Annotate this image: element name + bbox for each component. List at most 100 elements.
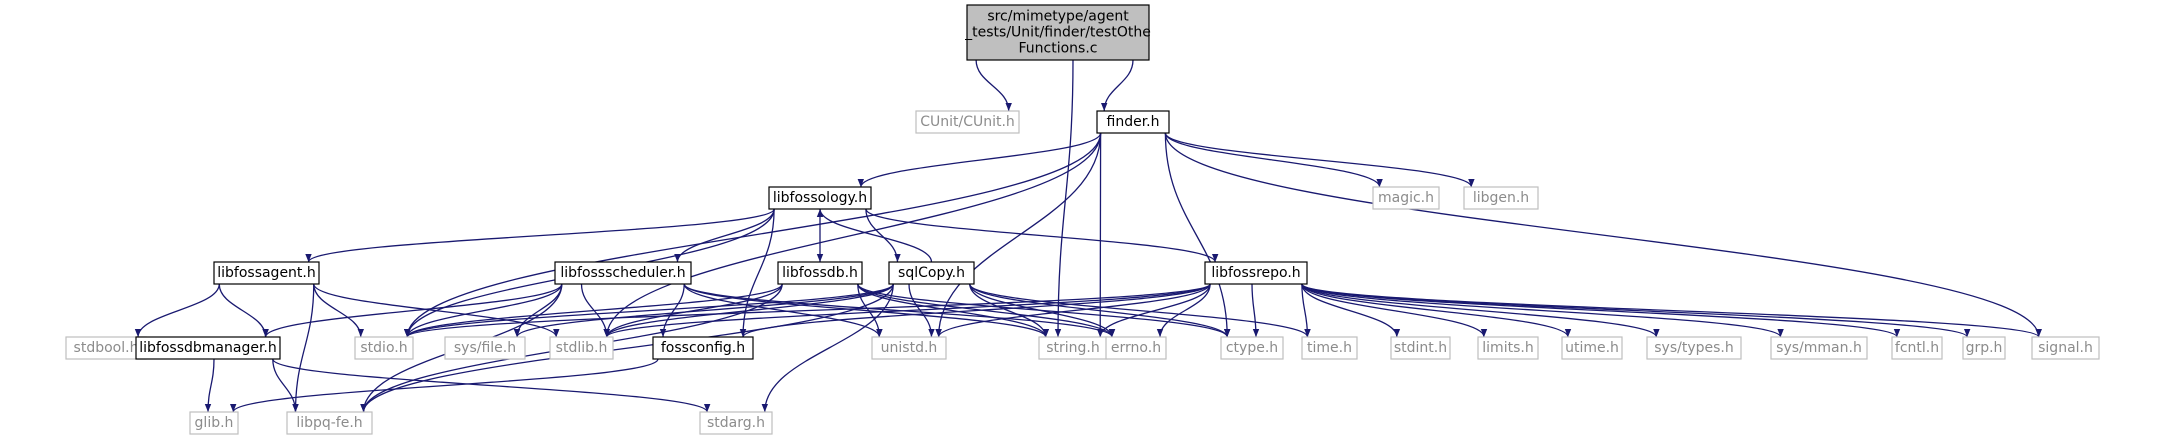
node-ctype: ctype.h (1220, 336, 1284, 360)
node-box-stdlib (549, 336, 614, 360)
node-libfossology[interactable]: libfossology.h (768, 186, 872, 210)
include-edge-libfossology-to-libfossrepo (865, 208, 1219, 263)
node-label-finder: finder.h (1107, 114, 1160, 130)
include-edge-libfossrepo-to-string (1097, 283, 1211, 338)
node-label-time: time.h (1307, 340, 1352, 356)
include-edge-libfossrepo-to-unistd (935, 283, 1211, 338)
include-edge-libfossrepo-to-stdint (1301, 283, 1401, 338)
node-cunit: CUnit/CUnit.h (915, 110, 1020, 134)
node-box-glib (189, 411, 239, 435)
include-edge-libfossagent-to-stdio (313, 283, 364, 338)
include-edge-libfossdb-to-stdlib (603, 283, 783, 338)
node-label-errno: errno.h (1111, 340, 1161, 356)
node-utime: utime.h (1561, 336, 1623, 360)
node-label-limits: limits.h (1482, 340, 1533, 356)
node-fcntl: fcntl.h (1891, 336, 1943, 360)
include-edge-fossconfig-to-glib (230, 358, 659, 413)
node-box-magic (1372, 186, 1440, 210)
edges-layer (134, 59, 2042, 413)
node-libfossdb[interactable]: libfossdb.h (777, 261, 863, 285)
node-label-fossconfig: fossconfig.h (661, 340, 745, 356)
include-edge-libfossrepo-to-stdio (404, 283, 1211, 338)
include-edge-root-to-finder (1101, 59, 1134, 112)
node-box-signal (2031, 336, 2100, 360)
node-box-ctype (1220, 336, 1284, 360)
node-grp: grp.h (1962, 336, 2006, 360)
node-box-systypes (1646, 336, 1742, 360)
node-sqlcopy[interactable]: sqlCopy.h (888, 261, 975, 285)
node-box-libfossology (768, 186, 872, 210)
node-label-stdlib: stdlib.h (556, 340, 608, 356)
node-errno: errno.h (1105, 336, 1167, 360)
node-label-grp: grp.h (1966, 340, 2003, 356)
node-label-signal: signal.h (2038, 340, 2093, 356)
node-label-root-line1: _tests/Unit/finder/testOthe (964, 25, 1151, 41)
include-edge-libfossagent-to-libpq (292, 283, 315, 413)
include-edge-libfossdb-to-unistd (857, 283, 883, 338)
node-label-libfossrepo: libfossrepo.h (1211, 265, 1300, 281)
include-edge-finder-to-libgen (1164, 132, 1475, 188)
node-label-fcntl: fcntl.h (1895, 340, 1939, 356)
include-edge-libfossrepo-to-sysmman (1301, 283, 1784, 338)
include-edge-libfossscheduler-to-stdio (404, 283, 563, 338)
include-edge-libfossdbmanager-to-glib (204, 358, 215, 413)
node-label-root-line2: Functions.c (1019, 41, 1098, 57)
include-edge-libfossology-to-libfossscheduler (674, 208, 775, 263)
node-string: string.h (1038, 336, 1108, 360)
node-box-limits (1477, 336, 1539, 360)
node-root[interactable]: src/mimetype/agent_tests/Unit/finder/tes… (964, 4, 1151, 61)
node-label-stdint: stdint.h (1394, 340, 1447, 356)
include-edge-libfossrepo-to-signal (1301, 283, 2042, 338)
node-libfossagent[interactable]: libfossagent.h (213, 261, 320, 285)
node-label-unistd: unistd.h (881, 340, 938, 356)
node-finder[interactable]: finder.h (1096, 110, 1170, 134)
include-edge-libfossrepo-to-time (1301, 283, 1311, 338)
include-edge-libfossscheduler-to-string (683, 283, 1049, 338)
node-box-libfossdbmanager (135, 336, 281, 360)
include-edge-libfossdb-to-stdio (404, 283, 783, 338)
node-box-unistd (871, 336, 947, 360)
node-label-sysfile: sys/file.h (454, 340, 516, 356)
include-edge-libfossrepo-to-systypes (1301, 283, 1660, 338)
node-libfossrepo[interactable]: libfossrepo.h (1204, 261, 1308, 285)
include-edge-finder-to-unistd (935, 132, 1102, 338)
node-libgen: libgen.h (1463, 186, 1539, 210)
node-box-errno (1105, 336, 1167, 360)
include-edge-finder-to-libfossology (857, 132, 1102, 188)
node-libpq: libpq-fe.h (286, 411, 373, 435)
node-label-utime: utime.h (1565, 340, 1619, 356)
node-box-stdarg (699, 411, 773, 435)
node-label-sysmman: sys/mman.h (1776, 340, 1862, 356)
node-libfossscheduler[interactable]: libfossscheduler.h (554, 261, 692, 285)
include-edge-sqlcopy-to-sysfile (513, 283, 894, 338)
include-edge-finder-to-magic (1164, 132, 1383, 188)
include-edge-libfossscheduler-to-fossconfig (659, 283, 685, 338)
include-edge-libfossrepo-to-ctype (1251, 283, 1260, 338)
node-signal: signal.h (2031, 336, 2100, 360)
node-box-stdio (354, 336, 414, 360)
node-libfossdbmanager[interactable]: libfossdbmanager.h (135, 336, 281, 360)
include-edge-sqlcopy-to-stdio (404, 283, 894, 338)
node-label-libfossdbmanager: libfossdbmanager.h (139, 340, 276, 356)
node-stdarg: stdarg.h (699, 411, 773, 435)
include-edge-root-to-string (1054, 59, 1074, 338)
node-sysmman: sys/mman.h (1770, 336, 1868, 360)
include-edge-sqlcopy-to-errno (969, 283, 1116, 338)
node-label-libfossdb: libfossdb.h (782, 265, 858, 281)
node-box-sysfile (444, 336, 526, 360)
node-box-libfossrepo (1204, 261, 1308, 285)
include-edge-finder-to-stdio (404, 132, 1102, 338)
node-systypes: sys/types.h (1646, 336, 1742, 360)
node-label-stdio: stdio.h (360, 340, 407, 356)
include-edge-sqlcopy-to-libfossology (816, 208, 933, 263)
node-stdlib: stdlib.h (549, 336, 614, 360)
node-label-libfossology: libfossology.h (773, 190, 867, 206)
include-edge-libfossagent-to-stdlib (313, 283, 560, 338)
node-fossconfig[interactable]: fossconfig.h (652, 336, 754, 360)
node-box-libfossagent (213, 261, 320, 285)
nodes-layer: src/mimetype/agent_tests/Unit/finder/tes… (65, 4, 2100, 435)
include-edge-root-to-cunit (975, 59, 1012, 112)
node-box-grp (1962, 336, 2006, 360)
include-edge-libfossdbmanager-to-libpq (272, 358, 299, 413)
